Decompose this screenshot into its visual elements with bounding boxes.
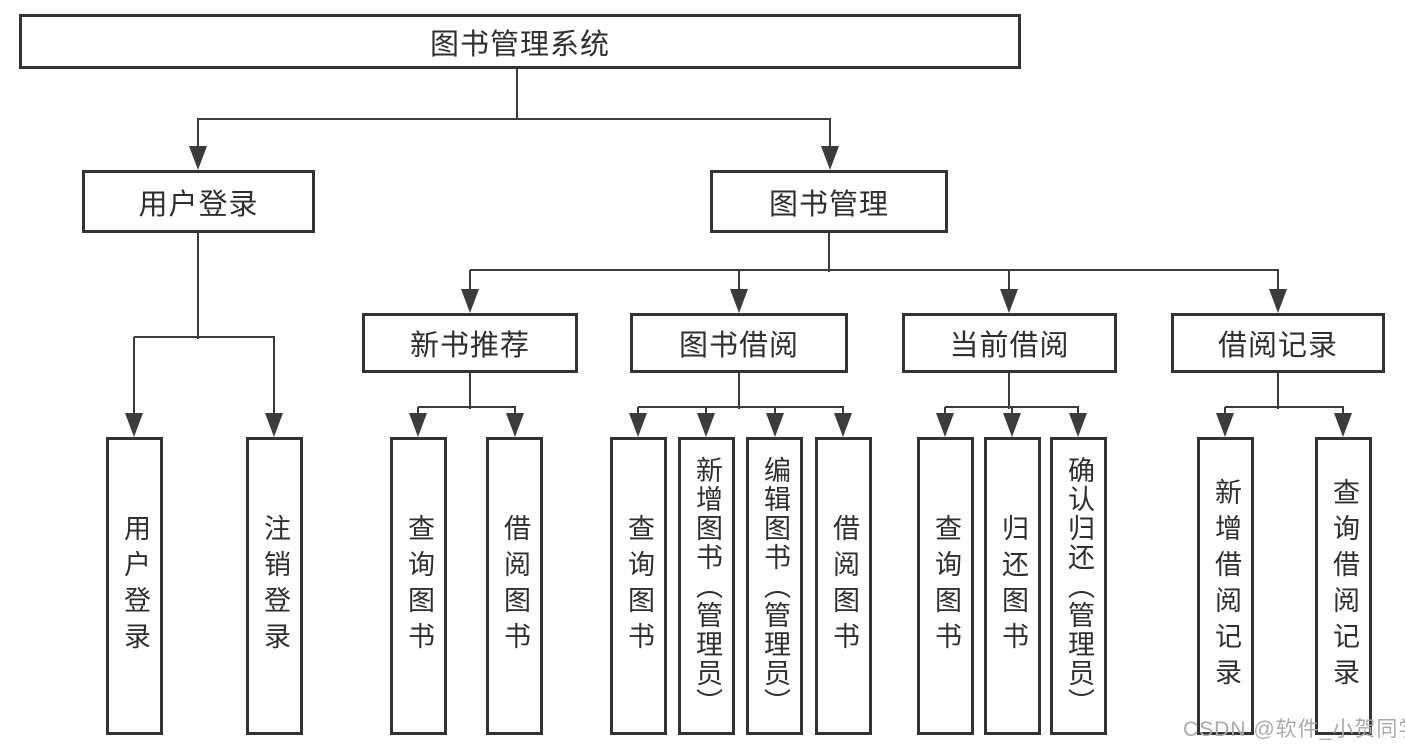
leaf-label: 查询图书 (931, 514, 961, 658)
connector-line (470, 269, 1279, 271)
leaf-label: 查询借阅记录 (1329, 478, 1359, 694)
connector-line (417, 407, 419, 415)
connector-line (829, 119, 831, 148)
leaf-label: 编辑图书（管理员） (760, 455, 790, 717)
node-label: 图书管理系统 (429, 28, 610, 61)
node-label: 图书管理 (768, 188, 889, 221)
leaf-label: 新增借阅记录 (1211, 478, 1241, 694)
connector-line (738, 373, 740, 409)
arrow-down-icon (821, 146, 839, 170)
leaf-user-login: 用户登录 (106, 437, 163, 735)
arrow-down-icon (1003, 413, 1021, 437)
connector-line (637, 407, 639, 415)
connector-line (1011, 407, 1013, 415)
connector-line (705, 407, 707, 415)
leaf-records-add-record: 新增借阅记录 (1197, 437, 1254, 735)
node-label: 当前借阅 (949, 330, 1070, 362)
leaf-newbook-query-book: 查询图书 (390, 437, 447, 735)
connector-line (469, 270, 471, 291)
connector-line (197, 118, 831, 120)
arrow-down-icon (834, 413, 852, 437)
leaf-label: 新增图书（管理员） (692, 455, 722, 717)
leaf-borrow-borrow-book: 借阅图书 (815, 437, 872, 735)
connector-line (1225, 406, 1344, 408)
leaf-borrow-edit-book-admin: 编辑图书（管理员） (746, 437, 803, 735)
connector-line (945, 406, 1079, 408)
leaf-current-return-book: 归还图书 (984, 437, 1041, 735)
arrow-down-icon (697, 413, 715, 437)
leaf-newbook-borrow-book: 借阅图书 (486, 437, 543, 735)
arrow-down-icon (461, 289, 479, 313)
arrow-down-icon (1000, 289, 1018, 313)
connector-line (842, 407, 844, 415)
connector-line (1077, 407, 1079, 415)
connector-line (774, 407, 776, 415)
connector-line (1008, 373, 1010, 409)
connector-line (273, 337, 275, 415)
leaf-label: 注销登录 (260, 514, 290, 658)
connector-line (828, 233, 830, 272)
node-label: 图书借阅 (678, 330, 799, 362)
leaf-label: 查询图书 (624, 514, 654, 658)
connector-line (1224, 407, 1226, 415)
node-system-root: 图书管理系统 (19, 14, 1021, 69)
connector-line (133, 337, 135, 415)
connector-line (197, 119, 199, 148)
arrow-down-icon (1269, 289, 1287, 313)
node-label: 借阅记录 (1217, 330, 1338, 362)
arrow-down-icon (1069, 413, 1087, 437)
node-user-login: 用户登录 (82, 170, 315, 233)
arrow-down-icon (936, 413, 954, 437)
connector-line (514, 407, 516, 415)
node-label: 用户登录 (138, 188, 259, 221)
connector-line (1342, 407, 1344, 415)
arrow-down-icon (629, 413, 647, 437)
leaf-label: 借阅图书 (500, 514, 530, 658)
arrow-down-icon (409, 413, 427, 437)
arrow-down-icon (1216, 413, 1234, 437)
connector-line (1277, 270, 1279, 291)
connector-line (1008, 270, 1010, 291)
leaf-label: 归还图书 (998, 514, 1028, 658)
arrow-down-icon (265, 413, 283, 437)
leaf-borrow-query-book: 查询图书 (610, 437, 667, 735)
arrow-down-icon (189, 146, 207, 170)
connector-line (944, 407, 946, 415)
arrow-down-icon (730, 289, 748, 313)
leaf-current-query-book: 查询图书 (917, 437, 974, 735)
leaf-borrow-add-book-admin: 新增图书（管理员） (678, 437, 735, 735)
watermark: CSDN @软件_小贺同学 (1183, 718, 1405, 741)
connector-line (516, 69, 518, 119)
node-label: 新书推荐 (409, 330, 530, 362)
node-borrow-records: 借阅记录 (1171, 313, 1385, 373)
node-book-borrow: 图书借阅 (630, 313, 848, 373)
leaf-logout-login: 注销登录 (246, 437, 303, 735)
leaf-label: 确认归还（管理员） (1064, 455, 1094, 717)
leaf-label: 借阅图书 (829, 514, 859, 658)
connector-line (418, 406, 516, 408)
node-current-borrow: 当前借阅 (902, 313, 1117, 373)
node-new-book-recommend: 新书推荐 (362, 313, 578, 373)
connector-line (1277, 373, 1279, 409)
leaf-records-query-record: 查询借阅记录 (1315, 437, 1372, 735)
connector-line (197, 233, 199, 339)
node-book-management: 图书管理 (710, 170, 948, 233)
arrow-down-icon (125, 413, 143, 437)
connector-line (134, 336, 275, 338)
leaf-current-confirm-return-admin: 确认归还（管理员） (1050, 437, 1107, 735)
connector-line (638, 406, 844, 408)
leaf-label: 查询图书 (404, 514, 434, 658)
connector-line (738, 270, 740, 291)
connector-line (469, 373, 471, 409)
leaf-label: 用户登录 (120, 514, 150, 658)
arrow-down-icon (1334, 413, 1352, 437)
arrow-down-icon (766, 413, 784, 437)
arrow-down-icon (506, 413, 524, 437)
